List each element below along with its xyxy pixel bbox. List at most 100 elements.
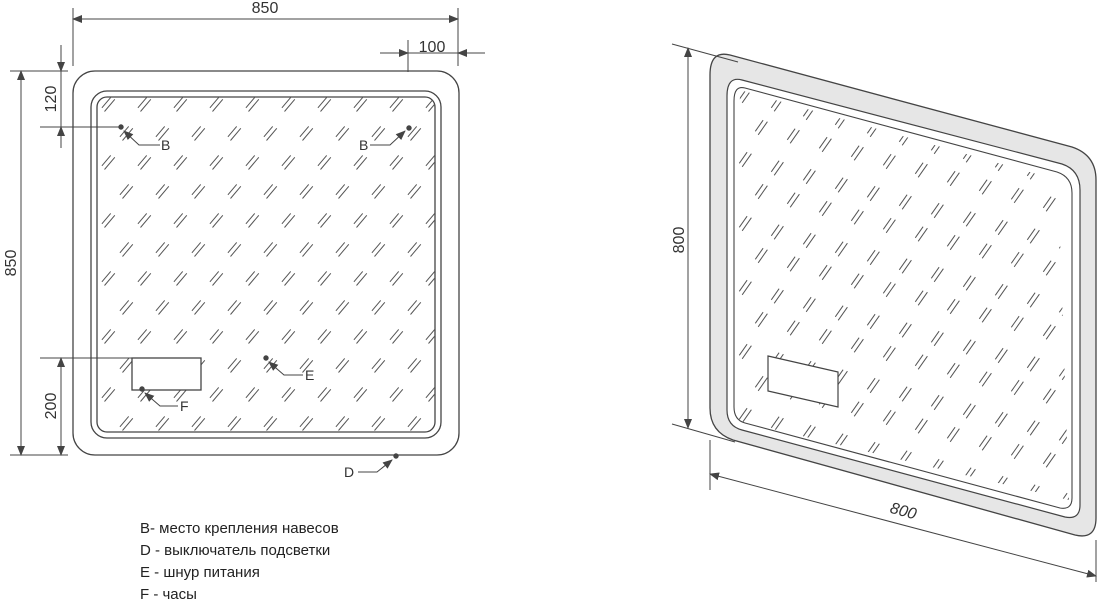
front-hatch-stroke [356,388,368,402]
front-hatch-stroke [137,329,148,341]
front-hatch-stroke [284,156,296,170]
persp-hatch-stroke [805,298,816,313]
persp-hatch-stroke [1010,251,1020,264]
persp-hatch-stroke [754,311,764,324]
persp-hatch-stroke [853,210,864,225]
persp-hatch-stroke [882,153,892,166]
persp-hatch-stroke [1061,430,1069,445]
front-hatch-stroke [281,387,292,399]
persp-hatch-stroke [901,259,912,274]
front-hatch-stroke [191,184,202,196]
persp-hatch-stroke [869,251,880,266]
front-hatch-stroke [299,242,310,254]
front-hatch-stroke [263,242,274,254]
persp-hatch-stroke [882,281,892,294]
front-hatch-stroke [194,185,206,199]
front-hatch-stroke [158,417,170,431]
front-hatch-stroke [248,98,260,112]
mirror-backlight-outer [90,90,442,439]
front-hatch-stroke [338,417,350,431]
front-hatch-stroke [122,359,134,373]
front-marker-labels: B B E F D [161,137,368,480]
front-hatch-stroke [245,155,256,167]
front-hatch-stroke [266,185,278,199]
front-hatch-stroke [122,417,134,431]
front-hatch-stroke [428,272,435,286]
front-hatch-stroke [302,185,314,199]
front-hatch-stroke [227,184,238,196]
front-hatch-stroke [425,155,435,167]
legend-item-b: B- место крепления навесов [140,520,339,537]
front-hatch-stroke [428,214,435,228]
front-hatch-stroke [266,417,278,431]
front-hatch-stroke [158,243,170,257]
persp-hatch-stroke [1026,228,1036,241]
persp-hatch-stroke [1026,356,1036,369]
persp-hatch-stroke [741,217,752,232]
persp-hatch-stroke [978,435,988,448]
persp-hatch-stroke [757,377,768,392]
persp-hatch-stroke [802,296,812,309]
front-hatch-stroke [335,416,346,428]
front-hatch-stroke [371,184,382,196]
front-hatch-stroke [245,97,256,109]
front-hatch-stroke [101,387,112,399]
persp-hatch-stroke [837,370,848,385]
persp-hatch-stroke [1029,421,1040,436]
front-hatch-stroke [407,416,418,428]
persp-hatch-stroke [946,298,956,311]
front-hatch-stroke [407,126,418,138]
persp-hatch-stroke [834,177,844,190]
front-hatch-stroke [245,271,256,283]
persp-hatch-stroke [754,375,764,388]
front-hatch-stroke [137,155,148,167]
persp-hatch-stroke [949,236,960,251]
persp-hatch-stroke [1058,428,1068,441]
front-hatch-stroke [212,214,224,228]
persp-hatch-stroke [738,215,748,228]
persp-hatch-stroke [866,313,876,326]
front-dimension-labels: 850 100 850 120 200 [3,0,445,419]
front-hatch-stroke [371,242,382,254]
front-hatch-stroke [140,214,152,228]
front-hatch-stroke [176,272,188,286]
persp-hatch-stroke [933,332,944,347]
persp-hatch-stroke [1045,197,1056,212]
front-hatch-stroke [266,301,278,315]
perspective-height-label: 800 [671,227,688,254]
front-hatch-stroke [389,155,400,167]
front-hatch-stroke [320,214,332,228]
persp-hatch-stroke [917,291,928,306]
front-hatch-stroke [137,97,148,109]
front-hatch-stroke [317,97,328,109]
front-hatch-stroke [299,184,310,196]
front-hatch-stroke [212,98,224,112]
persp-hatch-stroke [885,219,896,234]
persp-hatch-stroke [882,217,892,230]
front-hatch-stroke [371,358,382,370]
persp-hatch-stroke [930,330,940,343]
persp-hatch-stroke [866,377,876,390]
persp-hatch-stroke [930,202,940,215]
front-hatch-stroke [425,387,435,399]
power-cord-point [263,355,269,361]
persp-hatch-stroke [898,386,908,399]
persp-hatch-stroke [1029,357,1040,372]
persp-hatch-stroke [850,209,860,222]
persp-hatch-stroke [821,330,832,345]
front-hatch-stroke [176,214,188,228]
front-hatch-stroke [119,416,130,428]
persp-hatch-stroke [885,283,896,298]
front-hatch-stroke [320,272,332,286]
front-hatch-stroke [173,271,184,283]
persp-hatch-stroke [869,379,880,394]
front-hatch-stroke [389,97,400,109]
front-hatch-stroke [104,98,116,112]
persp-hatch-stroke [770,416,780,429]
legend-item-f: F - часы [140,586,197,603]
persp-hatch-stroke [1030,550,1039,563]
front-hatch-stroke [338,185,350,199]
front-hatch-stroke [248,330,260,344]
front-hatch-stroke [371,416,382,428]
persp-hatch-stroke [802,424,812,437]
